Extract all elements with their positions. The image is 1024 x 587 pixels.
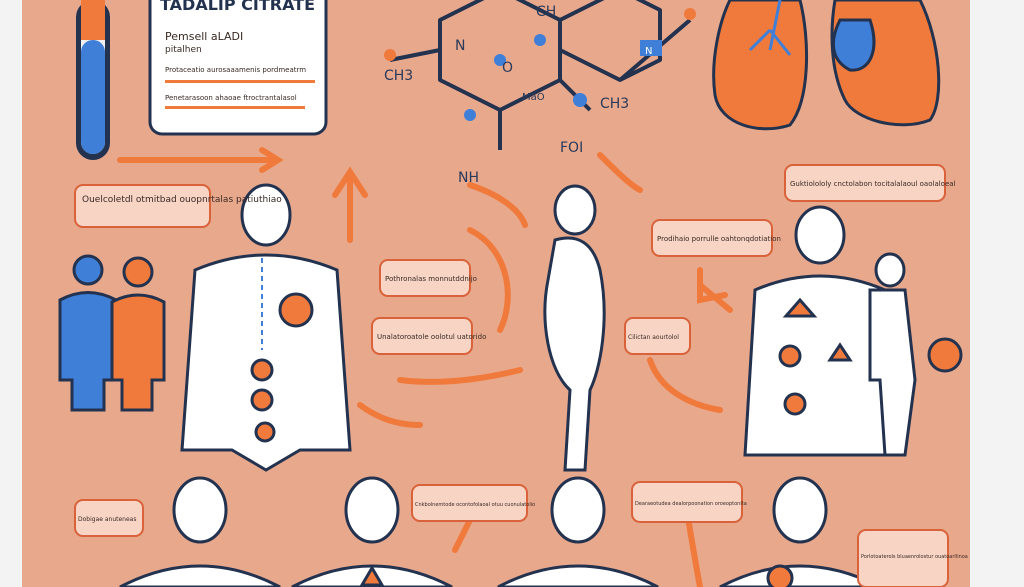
callout-9-text: Dearaeotudea dealorpoonation oroeoptonlt… — [635, 501, 747, 507]
atom-label-foi: FOI — [560, 140, 583, 156]
test-tube-icon — [76, 0, 110, 160]
atom-label-n: N — [455, 38, 465, 54]
arrow-curve-3 — [397, 367, 523, 385]
atom-label-nh: NH — [458, 170, 479, 186]
atom-label-mao: MaO — [522, 92, 545, 103]
callout-4: Prodihaio porrulle oahtonqdotiation — [651, 219, 781, 257]
arrow-right-1 — [647, 357, 723, 413]
atom-label-n-box: N — [645, 46, 652, 57]
callout-2-text: Pothronalas monnutddnijo — [385, 275, 477, 283]
callout-6: Cilictan aourtolol — [624, 317, 691, 355]
callout-3-text: Unalatoroatole oolotul uatorido — [377, 333, 486, 341]
torso-right-icon — [743, 205, 963, 457]
bottle-line-3: Protaceatio aurosaaamenis pordmeatrm — [165, 66, 306, 74]
couple-icon — [58, 254, 166, 412]
medication-bottle: TADALIP CITRATE Pemsell aLADI pitalhen P… — [148, 0, 328, 136]
arrow-curve-2 — [467, 227, 511, 333]
callout-10: Porlotoaterols bluaenrolostur ouatoarlli… — [857, 529, 968, 587]
callout-7-text: Dobigae anuteneas — [78, 516, 136, 523]
bottom-figure-2 — [291, 476, 453, 587]
callout-3: Unalatoroatole oolotul uatorido — [371, 317, 486, 355]
callout-2: Pothronalas monnutddnijo — [379, 259, 477, 297]
lungs-icon — [712, 0, 941, 131]
callout-8-text: Cnkbolnemtode ocontofolaoal otuu cuonula… — [415, 502, 535, 508]
molecule-atoms — [384, 8, 696, 121]
callout-4-text: Prodihaio porrulle oahtonqdotiation — [657, 235, 781, 243]
torso-icon — [180, 183, 352, 472]
bottle-title: TADALIP CITRATE — [160, 0, 315, 14]
bottle-line-1: Pemsell aLADI — [165, 30, 243, 43]
arrow-down-bottom — [452, 517, 473, 553]
callout-1: Ouelcoletdl otmitbad ouopnrtalas patiuth… — [74, 184, 282, 228]
callout-10-text: Porlotoaterols bluaenrolostur ouatoarlli… — [861, 554, 968, 560]
atom-label-o: O — [502, 60, 513, 76]
callout-5-text: Guktiolololy cnctolabon tocitalalaoul oa… — [790, 180, 956, 188]
callout-5: Guktiolololy cnctolabon tocitalalaoul oa… — [784, 164, 956, 202]
standing-figure-icon — [543, 184, 606, 472]
atom-label-ch3-left: CH3 — [384, 68, 413, 84]
atom-label-ch: CH — [536, 4, 556, 20]
atom-label-ch3-right: CH3 — [600, 96, 629, 112]
bottom-figure-1 — [119, 476, 281, 587]
bottom-figure-4 — [719, 476, 881, 587]
callout-7: Dobigae anuteneas — [74, 499, 144, 537]
callout-1-text: Ouelcoletdl otmitbad ouopnrtalas patiuth… — [82, 195, 282, 205]
arrow-curve-1 — [467, 182, 528, 228]
arrow-curve-4 — [357, 402, 423, 428]
callout-6-text: Cilictan aourtolol — [628, 334, 679, 341]
callout-8: Cnkbolnemtode ocontofolaoal otuu cuonula… — [411, 484, 535, 522]
arrow-top-right — [597, 152, 643, 193]
bottom-figure-3 — [497, 476, 659, 587]
callout-9: Dearaeotudea dealorpoonation oroeoptonlt… — [631, 481, 747, 523]
bottle-line-2: pitalhen — [165, 45, 202, 55]
bottle-line-4: Penetarasoon ahaoae ftroctrantalasol — [165, 94, 297, 102]
